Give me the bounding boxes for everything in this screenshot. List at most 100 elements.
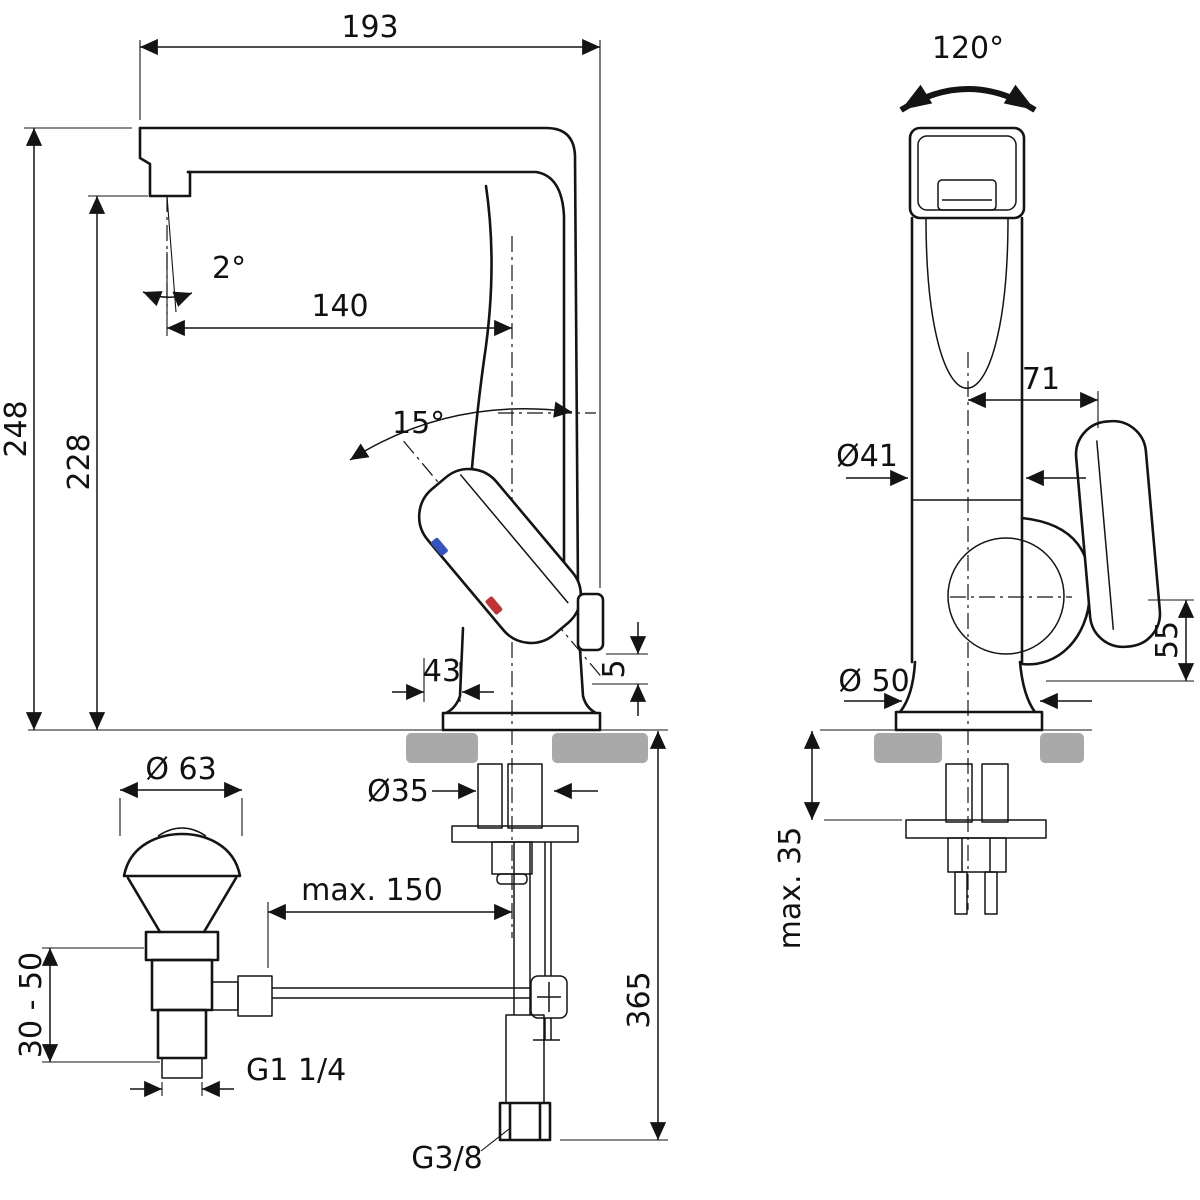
hose-thread-label: G3/8 (411, 1141, 483, 1176)
dimension-annotations: 193 248 228 2° 140 15° (0, 10, 1195, 1176)
base-plate-front (894, 710, 1044, 732)
base-offset-label: 43 (423, 654, 461, 689)
deck-slab-right (552, 733, 648, 763)
handle-drop-label: 55 (1150, 621, 1185, 659)
dim-base-diameter: Ø 50 (838, 664, 1092, 710)
threaded-shank (477, 763, 503, 829)
handle-lever (417, 467, 583, 645)
deck-slab-left (406, 733, 478, 763)
dim-body-diameter: Ø41 (836, 439, 1086, 487)
base-diameter-label: Ø 50 (838, 664, 909, 699)
front-view (820, 126, 1162, 915)
hose-nut (498, 1101, 552, 1142)
dim-handle-drop: 55 (1046, 599, 1195, 682)
dim-hose-drop: 365 (560, 731, 668, 1141)
handle-front-blade (1074, 419, 1162, 649)
dim-outlet-height: 228 (62, 195, 148, 730)
cartridge-circle (947, 537, 1065, 655)
swivel-angle-label: 120° (932, 31, 1004, 66)
waste-knurled-nut (237, 975, 273, 1017)
undermount-side (451, 763, 579, 885)
spout-reach-label: 193 (341, 10, 398, 45)
waste-side-port (211, 981, 239, 1011)
hole-diameter-label: Ø35 (367, 774, 429, 809)
base-flare-front (898, 660, 1037, 714)
hot-indicator (485, 596, 503, 615)
deck-slab-left-front (874, 733, 942, 763)
nut-cap (496, 873, 528, 885)
body-diameter-label: Ø41 (836, 439, 898, 474)
waste-cap-dome (122, 832, 242, 878)
outlet-to-center-label: 140 (311, 289, 368, 324)
spout-outer-profile (138, 126, 580, 594)
dim-spout-reach: 193 (139, 10, 601, 588)
dim-swivel-angle: 120° (899, 31, 1037, 113)
rod-clamp (530, 975, 568, 1019)
waste-cap-diameter-label: Ø 63 (145, 752, 216, 787)
hose-drop-label: 365 (622, 971, 657, 1028)
dim-waste-cap-diameter: Ø 63 (119, 752, 243, 836)
pull-rod-upper (544, 842, 552, 976)
supply-and-rod (498, 842, 568, 1142)
dim-handle-offset: 71 (968, 362, 1099, 428)
dim-outlet-to-center: 140 (166, 252, 512, 337)
nut-slots (961, 838, 991, 872)
spout-underside (186, 170, 566, 590)
mounting-deck-front (874, 733, 1084, 763)
waste-body-lower (156, 1008, 208, 1060)
handle-front-inner-line (1096, 440, 1115, 630)
spout-tube-u (925, 217, 1009, 389)
shank-rod-left (945, 763, 973, 823)
waste-coupling (144, 930, 220, 962)
hose-shank (507, 763, 543, 829)
dim-total-height: 248 (0, 127, 132, 730)
dim-handle-angle: 15° (349, 401, 596, 461)
handle-angle-label: 15° (392, 406, 445, 441)
base-plate (441, 711, 602, 732)
side-view (28, 126, 668, 1142)
waste-body-upper (150, 958, 214, 1012)
mounting-deck-side (406, 733, 648, 763)
mounting-nut-front (947, 837, 1007, 873)
dim-waste-height-range: 30 - 50 (14, 947, 160, 1063)
dim-base-offset: 43 (392, 654, 494, 702)
waste-thread-label: G1 1/4 (246, 1053, 346, 1088)
total-height-label: 248 (0, 400, 34, 457)
deck-thickness-label: max. 35 (773, 827, 808, 950)
handle-front (1074, 419, 1162, 649)
outlet-height-label: 228 (62, 433, 97, 490)
faucet-body-front (820, 126, 1162, 910)
deck-slab-right-front (1040, 733, 1084, 763)
clamp-screw-cross (537, 982, 561, 1012)
spout-tip (138, 126, 192, 198)
hose-braid (505, 1014, 545, 1104)
dim-waste-thread: G1 1/4 (130, 1053, 346, 1098)
dim-spout-angle: 2° (142, 195, 246, 314)
base-right-flare (578, 648, 598, 715)
base-lip-label: 5 (597, 659, 632, 678)
flexible-hose (513, 842, 531, 1015)
diverter-knob (576, 592, 605, 652)
waste-funnel (126, 876, 238, 934)
waste-lever-rod (272, 987, 531, 999)
undermount-front (905, 763, 1047, 915)
dim-base-lip: 5 (592, 622, 648, 716)
body-front-curve (466, 184, 493, 522)
dim-hole-diameter: Ø35 (367, 774, 598, 809)
rod-reach-label: max. 150 (301, 873, 443, 908)
shank-rod-right (981, 763, 1009, 823)
spout-angle-label: 2° (212, 251, 246, 286)
dim-rod-reach: max. 150 (267, 873, 512, 968)
dim-hose-thread: G3/8 (411, 1128, 510, 1176)
cartridge-bulge (1020, 516, 1092, 666)
hose-prong-left (954, 871, 968, 915)
column-sides (910, 216, 1024, 664)
pull-rod-lower (533, 1018, 560, 1041)
dim-deck-thickness: max. 35 (773, 731, 902, 949)
waste-tail-thread (161, 1057, 203, 1079)
waste-assembly (122, 827, 531, 1079)
faucet-body-side (28, 126, 668, 938)
waste-cap-knob (157, 827, 207, 837)
